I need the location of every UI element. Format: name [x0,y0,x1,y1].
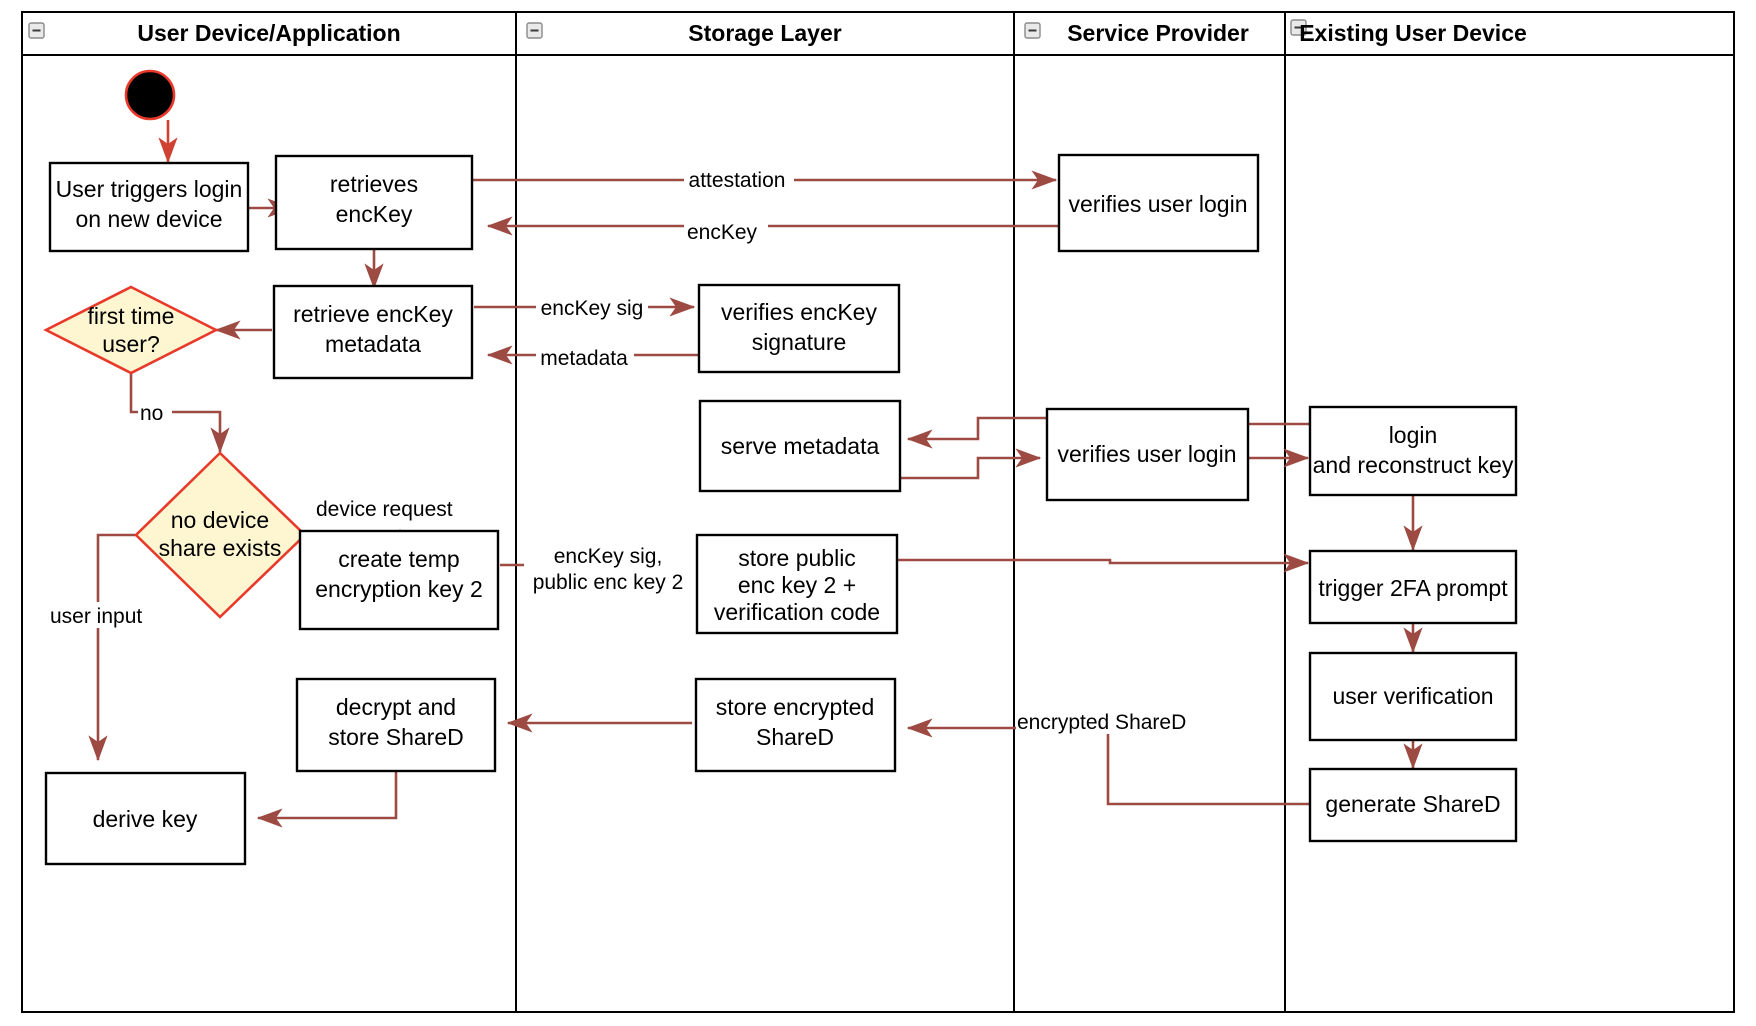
node-label-line: derive key [93,806,198,832]
svg-text:user input: user input [50,605,142,628]
node-label-line: and reconstruct key [1313,452,1514,478]
node-label-line: user verification [1332,683,1493,709]
node-retrieve-enckey-metadata[interactable]: retrieve encKey metadata [272,284,474,380]
node-serve-metadata[interactable]: serve metadata [698,399,902,493]
flow-store-public-to-2fa [898,553,1310,573]
svg-text:encKey sig,: encKey sig, [554,545,663,568]
edge-label-metadata: metadata [536,344,634,370]
svg-text:public enc key 2: public enc key 2 [533,571,684,594]
node-verifies-user-login-1[interactable]: verifies user login [1057,153,1260,253]
node-store-public-enc-key-2[interactable]: store public enc key 2 + verification co… [695,533,899,635]
node-store-encrypted-shared[interactable]: store encrypted ShareD [694,677,897,773]
decision-label-line: first time [88,303,175,329]
edge-label-user-input: user input [48,602,158,628]
node-generate-shared[interactable]: generate ShareD [1308,767,1518,843]
node-label-line: encryption key 2 [315,576,482,602]
node-user-triggers-login[interactable]: User triggers login on new device [48,161,250,253]
node-label-line: ShareD [756,724,834,750]
node-label-line: trigger 2FA prompt [1318,575,1508,601]
lane-title-existing-user-device: Existing User Device [1299,20,1527,46]
decision-label-line: user? [102,331,160,357]
node-label-line: signature [752,329,847,355]
svg-text:encKey: encKey [687,221,758,244]
node-label-line: User triggers login [56,176,243,202]
edge-label-encrypted-shared: encrypted ShareD [1016,708,1188,734]
lane-title-storage-layer: Storage Layer [688,20,841,46]
decision-label-line: no device [171,507,269,533]
node-label-line: serve metadata [721,433,880,459]
lane-title-user-device: User Device/Application [137,20,400,46]
lane-header-service-provider[interactable]: Service Provider [1024,20,1249,46]
lane-title-service-provider: Service Provider [1067,20,1249,46]
node-label-line: enc key 2 + [738,572,856,598]
node-user-verification[interactable]: user verification [1308,651,1518,742]
node-label-line: login [1389,422,1438,448]
lane-header-user-device[interactable]: User Device/Application [28,20,401,46]
svg-text:no: no [140,402,163,425]
swimlane-frame [21,11,1735,1013]
node-verifies-enckey-signature[interactable]: verifies encKey signature [697,283,901,374]
lane-header-existing-user-device[interactable]: Existing User Device [1290,19,1527,46]
node-verifies-user-login-2[interactable]: verifies user login [1045,407,1250,502]
node-label-line: decrypt and [336,694,456,720]
flow-serve-metadata-to-verifies-2 [900,448,1042,480]
node-create-temp-encryption-key-2[interactable]: create temp encryption key 2 [298,529,500,631]
decision-label-line: share exists [159,535,282,561]
node-label-line: store encrypted [716,694,875,720]
edge-label-no: no [138,400,172,425]
lane-header-storage-layer[interactable]: Storage Layer [526,20,842,46]
node-label-line: verifies encKey [721,299,877,325]
flow-encrypted-shared [906,718,1312,806]
flow-user-input [88,533,136,762]
svg-text:attestation: attestation [689,169,786,192]
node-decrypt-and-store-shared[interactable]: decrypt and store ShareD [295,677,497,773]
node-start[interactable] [124,69,176,121]
edge-label-attestation: attestation [684,166,794,192]
node-first-time-user-decision[interactable]: first time user? [43,285,219,375]
node-label-line: verifies user login [1069,191,1248,217]
node-label-line: store public [738,545,856,571]
node-label-line: verifies user login [1058,441,1237,467]
node-label-line: retrieve encKey [293,301,453,327]
node-no-device-share-exists-decision[interactable]: no device share exists [134,451,307,619]
node-label-line: on new device [75,206,222,232]
svg-text:device request: device request [316,498,453,521]
node-retrieves-enckey[interactable]: retrieves encKey [274,154,474,251]
flow-no-branch [129,373,230,454]
flow-decrypt-to-derive-key [256,771,398,828]
flow-verifies-2-to-serve-metadata [906,416,1046,449]
node-label-line: store ShareD [328,724,464,750]
svg-text:encKey sig: encKey sig [541,297,644,320]
edge-label-device-request: device request [313,496,453,522]
svg-text:metadata: metadata [540,347,628,370]
node-label-line: generate ShareD [1325,791,1500,817]
node-trigger-2fa-prompt[interactable]: trigger 2FA prompt [1308,549,1518,625]
edge-label-enckey-sig-public-enc-key-2: encKey sig, public enc key 2 [524,542,694,594]
svg-text:encrypted ShareD: encrypted ShareD [1017,711,1186,734]
node-label-line: encKey [336,201,413,227]
node-login-and-reconstruct-key[interactable]: login and reconstruct key [1308,405,1518,497]
edge-label-enckey: encKey [684,218,768,244]
node-label-line: create temp [338,546,459,572]
node-label-line: verification code [714,599,880,625]
node-derive-key[interactable]: derive key [44,771,247,866]
node-label-line: metadata [325,331,421,357]
node-label-line: retrieves [330,171,418,197]
edge-label-enckey-sig: encKey sig [536,294,648,320]
